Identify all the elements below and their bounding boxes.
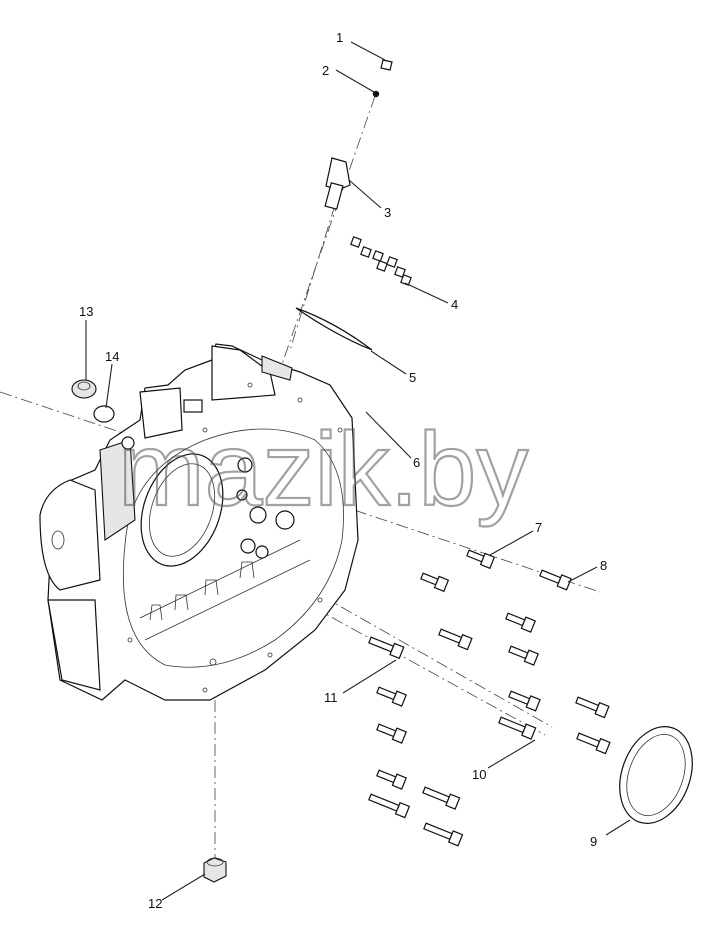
callout-3: 3: [384, 205, 391, 220]
flange-bolts: [368, 549, 611, 847]
drain-plug-part-12: [203, 857, 227, 883]
gasket-part-5: [295, 307, 373, 351]
callout-13: 13: [79, 304, 93, 319]
callout-14: 14: [105, 349, 119, 364]
sensor-assembly: [295, 59, 393, 351]
watermark: mazik.by: [118, 412, 528, 528]
callout-7: 7: [535, 520, 542, 535]
plug-and-oring: [71, 379, 115, 423]
callout-2: 2: [322, 63, 329, 78]
callout-9: 9: [590, 834, 597, 849]
bolt-group-part-4: [350, 236, 412, 286]
callout-4: 4: [451, 297, 458, 312]
callout-1: 1: [336, 30, 343, 45]
callout-5: 5: [409, 370, 416, 385]
leader-lines: [85, 41, 631, 901]
oring-part-14: [93, 405, 115, 423]
callout-11: 11: [324, 690, 338, 705]
sensor-axis-line: [279, 95, 376, 371]
plug-part-13: [71, 379, 97, 399]
callout-12: 12: [148, 896, 162, 911]
callout-10: 10: [472, 767, 486, 782]
sensor-axis-line-2: [289, 204, 336, 351]
screw-part-1: [380, 59, 393, 71]
callout-8: 8: [600, 558, 607, 573]
oil-seal-part-9: [619, 725, 693, 825]
flywheel-housing: [39, 343, 359, 701]
callout-labels: 1 2 3 4 5 6 7 8 9 10 11 12 13 14: [79, 30, 607, 911]
speed-sensor-part-3: [325, 157, 351, 191]
callout-6: 6: [413, 455, 420, 470]
washer-part-2: [372, 90, 380, 98]
